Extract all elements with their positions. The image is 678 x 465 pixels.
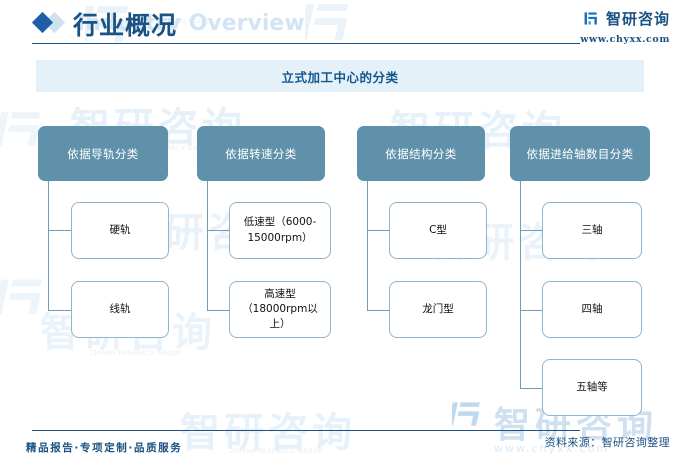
page-header: Industry Overview 行业概况	[0, 0, 678, 52]
connector-horizontal	[520, 388, 543, 390]
connector-vertical	[48, 181, 50, 311]
diagram-child-box[interactable]: 硬轨	[71, 202, 169, 259]
brand-url: www.chyxx.com	[580, 34, 670, 45]
connector-horizontal	[520, 310, 543, 312]
header-divider	[32, 43, 580, 44]
chart-title: 立式加工中心的分类	[281, 69, 399, 85]
brand-name: 智研咨询	[605, 10, 670, 28]
connector-horizontal	[48, 230, 72, 232]
diagram-child-box[interactable]: 四轴	[542, 281, 642, 338]
connector-horizontal	[207, 310, 230, 312]
connector-horizontal	[367, 230, 390, 232]
connector-vertical	[207, 181, 209, 311]
diagram-head-box[interactable]: 依据进给轴数目分类	[510, 126, 650, 181]
zhiyan-logo-icon	[584, 10, 601, 27]
diamond-icon	[31, 11, 67, 34]
diagram-child-box[interactable]: C型	[389, 202, 487, 259]
diagram-head-box[interactable]: 依据转速分类	[197, 126, 325, 181]
connector-horizontal	[48, 310, 72, 312]
connector-horizontal	[367, 310, 390, 312]
brand-block: 智研咨询 www.chyxx.com	[580, 8, 670, 45]
connector-horizontal	[207, 230, 230, 232]
diagram-head-box[interactable]: 依据结构分类	[357, 126, 485, 181]
diagram-child-box[interactable]: 三轴	[542, 202, 642, 259]
page-title: 行业概况	[73, 11, 178, 40]
diagram-child-box[interactable]: 五轴等	[542, 359, 642, 416]
diagram-head-box[interactable]: 依据导轨分类	[38, 126, 168, 181]
connector-vertical	[367, 181, 369, 311]
diagram-child-box[interactable]: 高速型（18000rpm以上）	[229, 281, 331, 338]
connector-horizontal	[520, 230, 543, 232]
diagram-child-box[interactable]: 低速型（6000-15000rpm）	[229, 202, 331, 259]
chart-title-band: 立式加工中心的分类	[36, 60, 644, 92]
footer-tagline: 精品报告·专项定制·品质服务	[26, 442, 183, 454]
footer-source: 资料来源：智研咨询整理	[544, 436, 670, 449]
diagram-child-box[interactable]: 龙门型	[389, 281, 487, 338]
footer-divider	[32, 430, 580, 431]
connector-vertical	[520, 181, 522, 389]
diagram-child-box[interactable]: 线轨	[71, 281, 169, 338]
